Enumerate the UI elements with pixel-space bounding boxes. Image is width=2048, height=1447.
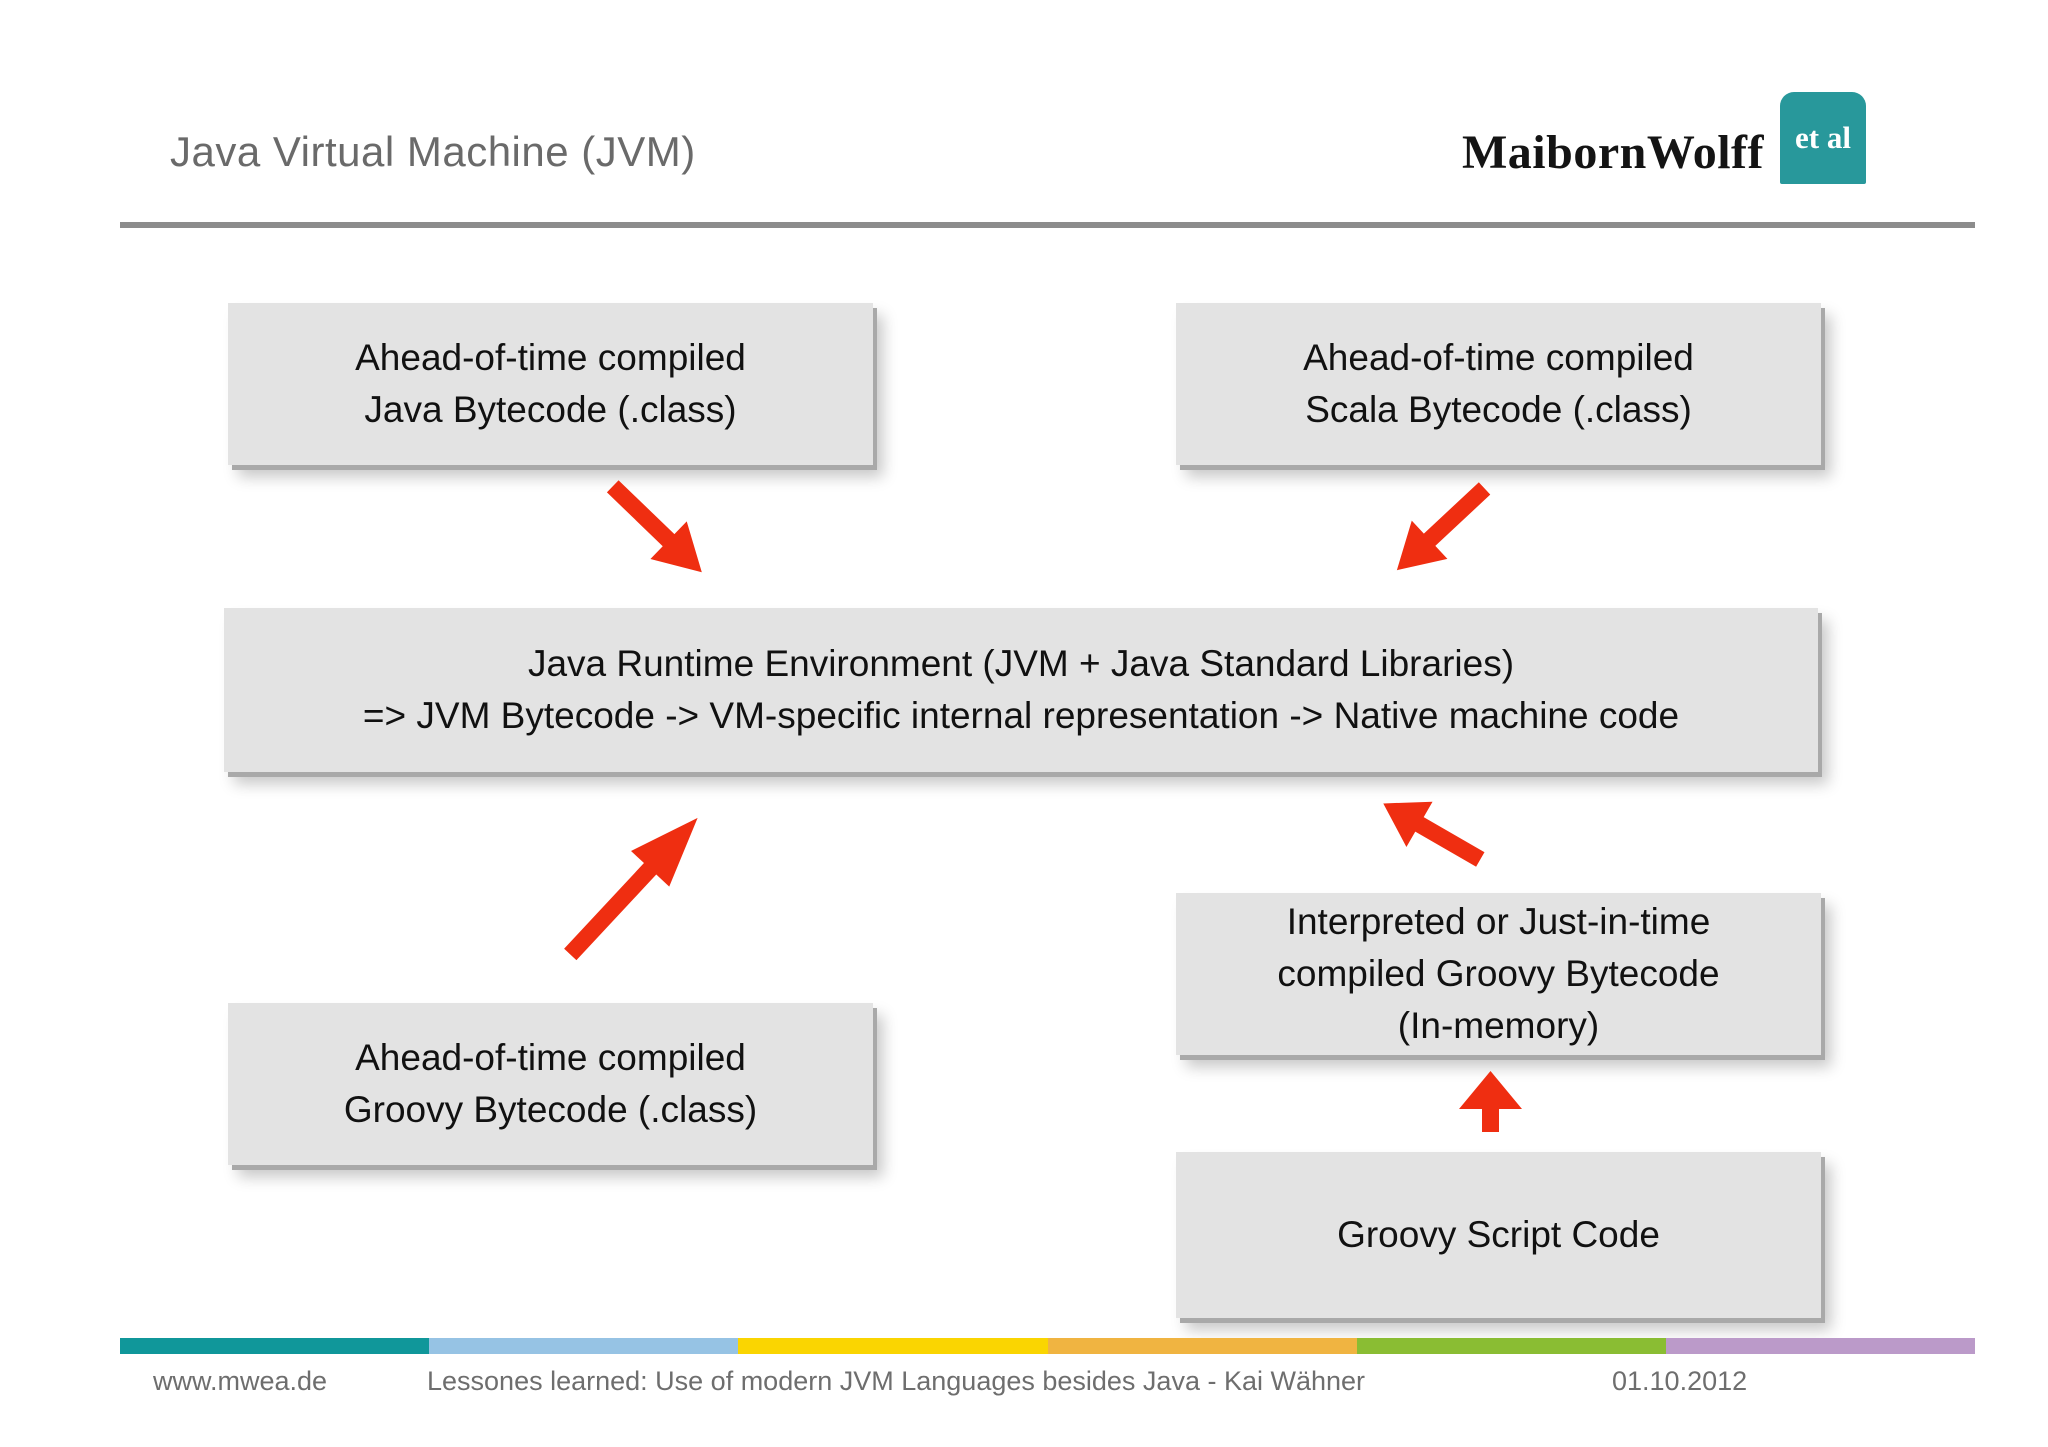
header-divider bbox=[120, 222, 1975, 228]
footer-date: 01.10.2012 bbox=[1612, 1366, 1748, 1396]
maibornwolff-logo: MaibornWolff et al bbox=[1462, 92, 1866, 184]
box-line: Ahead-of-time compiled bbox=[355, 1037, 746, 1078]
footer-stripe-segment-teal bbox=[120, 1338, 430, 1354]
box-line: Java Runtime Environment (JVM + Java Sta… bbox=[527, 643, 1515, 684]
box-line: (In-memory) bbox=[1397, 1005, 1600, 1046]
box-line: Groovy Bytecode (.class) bbox=[343, 1089, 758, 1130]
page-title: Java Virtual Machine (JVM) bbox=[170, 128, 696, 175]
box-groovy-jit-bytecode: Interpreted or Just-in-time compiled Gro… bbox=[1176, 893, 1821, 1055]
arrow-groovy-class-to-jre-icon bbox=[550, 796, 721, 973]
box-line: compiled Groovy Bytecode bbox=[1277, 953, 1720, 994]
box-groovy-bytecode-class: Ahead-of-time compiled Groovy Bytecode (… bbox=[228, 1003, 873, 1165]
box-line: Groovy Script Code bbox=[1337, 1214, 1660, 1255]
footer-stripe-segment-amber bbox=[1047, 1338, 1357, 1354]
logo-wordmark: MaibornWolff bbox=[1462, 126, 1764, 179]
footer-caption: Lessones learned: Use of modern JVM Lang… bbox=[427, 1366, 1366, 1396]
box-line: Ahead-of-time compiled bbox=[1303, 337, 1694, 378]
footer-stripe-segment-yellow bbox=[738, 1338, 1048, 1354]
box-line: Scala Bytecode (.class) bbox=[1305, 389, 1692, 430]
box-java-bytecode: Ahead-of-time compiled Java Bytecode (.c… bbox=[228, 303, 873, 465]
box-scala-bytecode: Ahead-of-time compiled Scala Bytecode (.… bbox=[1176, 303, 1821, 465]
footer-color-stripe bbox=[120, 1338, 1976, 1354]
footer-stripe-segment-green bbox=[1356, 1338, 1666, 1354]
box-line: Java Bytecode (.class) bbox=[364, 389, 737, 430]
box-line: => JVM Bytecode -> VM-specific internal … bbox=[362, 695, 1680, 736]
box-line: Ahead-of-time compiled bbox=[355, 337, 746, 378]
box-line: Interpreted or Just-in-time bbox=[1286, 901, 1711, 942]
box-groovy-script-code: Groovy Script Code bbox=[1176, 1152, 1821, 1318]
arrow-java-to-jre-icon bbox=[593, 466, 723, 594]
arrow-scala-to-jre-icon bbox=[1376, 468, 1503, 592]
box-java-runtime-environment: Java Runtime Environment (JVM + Java Sta… bbox=[224, 608, 1818, 772]
arrow-groovy-jit-to-jre-icon bbox=[1368, 778, 1495, 883]
footer-stripe-segment-purple bbox=[1665, 1338, 1976, 1354]
footer-url: www.mwea.de bbox=[153, 1366, 328, 1396]
arrow-groovy-script-to-jit-icon bbox=[1459, 1071, 1522, 1132]
footer-stripe-segment-blue bbox=[429, 1338, 739, 1354]
logo-etal-badge: et al bbox=[1780, 92, 1866, 184]
